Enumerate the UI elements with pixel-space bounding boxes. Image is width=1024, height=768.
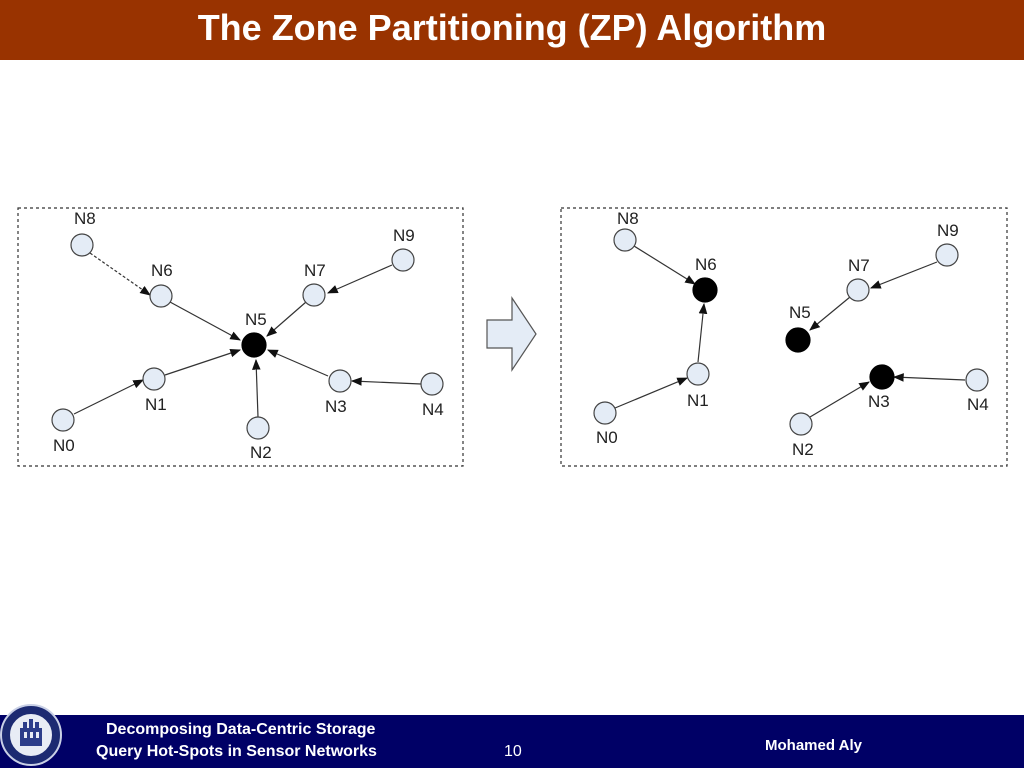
slide-title: The Zone Partitioning (ZP) Algorithm — [197, 7, 827, 48]
after-panel — [560, 207, 1008, 467]
node-n3 — [328, 369, 352, 393]
node-n1 — [142, 367, 166, 391]
node-n7 — [302, 283, 326, 307]
after-labels: N8 N6 N7 N9 N5 N1 N0 N3 N4 N2 — [596, 209, 989, 459]
label-n7: N7 — [304, 261, 326, 280]
node-n3-after-leader — [869, 364, 895, 390]
label-n6: N6 — [151, 261, 173, 280]
edge-n7-n5b — [809, 296, 851, 331]
node-n5-leader — [241, 332, 267, 358]
edge-n1-n5 — [164, 348, 242, 376]
node-n1-after — [686, 362, 710, 386]
label-n3-after: N3 — [868, 392, 890, 411]
label-n5: N5 — [245, 310, 267, 329]
node-n6 — [149, 284, 173, 308]
edge-n0-n1 — [73, 379, 144, 415]
right-arrow-icon — [486, 296, 537, 372]
node-n2 — [246, 416, 270, 440]
label-n4: N4 — [422, 400, 444, 419]
page-number: 10 — [504, 743, 522, 760]
node-n4-after — [965, 368, 989, 392]
after-nodes — [593, 228, 989, 436]
node-n8-after — [613, 228, 637, 252]
footer-bar — [0, 715, 1024, 768]
label-n4-after: N4 — [967, 395, 989, 414]
node-n5-after-leader — [785, 327, 811, 353]
label-n2-after: N2 — [792, 440, 814, 459]
label-n5-after: N5 — [789, 303, 811, 322]
label-n9: N9 — [393, 226, 415, 245]
before-edges — [73, 252, 422, 418]
node-n2-after — [789, 412, 813, 436]
edge-n8-n6b — [633, 245, 696, 285]
node-n9-after — [935, 243, 959, 267]
node-n0-after — [593, 401, 617, 425]
node-n7-after — [846, 278, 870, 302]
label-n9-after: N9 — [937, 221, 959, 240]
label-n8: N8 — [74, 209, 96, 228]
edge-n9-n7b — [869, 261, 938, 289]
edge-n4-n3 — [350, 377, 422, 386]
node-n4 — [420, 372, 444, 396]
label-n1: N1 — [145, 395, 167, 414]
footer-title-line2: Query Hot-Spots in Sensor Networks — [96, 743, 377, 760]
node-n8 — [70, 233, 94, 257]
label-n6-after: N6 — [695, 255, 717, 274]
label-n3: N3 — [325, 397, 347, 416]
node-n9 — [391, 248, 415, 272]
edge-n9-n7 — [327, 264, 393, 294]
after-edges — [614, 245, 966, 418]
edge-n3-n5 — [267, 349, 329, 377]
node-n6-after-leader — [692, 277, 718, 303]
before-labels: N8 N6 N5 N7 N9 N1 N0 N2 N3 N4 — [53, 209, 444, 462]
label-n7-after: N7 — [848, 256, 870, 275]
footer-divider — [0, 713, 1024, 715]
footer-title-line1: Decomposing Data-Centric Storage — [106, 721, 376, 738]
edge-n6-n5 — [169, 301, 241, 341]
label-n2: N2 — [250, 443, 272, 462]
edge-n1-n6b — [697, 302, 708, 363]
label-n0: N0 — [53, 436, 75, 455]
label-n1-after: N1 — [687, 391, 709, 410]
edge-n7-n5 — [266, 301, 307, 337]
edge-n2-n5 — [252, 358, 261, 418]
label-n8-after: N8 — [617, 209, 639, 228]
edge-n0-n1b — [614, 377, 688, 409]
before-nodes — [51, 233, 444, 440]
edge-n8-n6 — [89, 252, 151, 296]
university-seal-icon — [0, 704, 62, 766]
author-name: Mohamed Aly — [765, 737, 862, 754]
edge-n2-n3b — [809, 381, 870, 418]
label-n0-after: N0 — [596, 428, 618, 447]
node-n0 — [51, 408, 75, 432]
title-bar — [0, 0, 1024, 60]
edge-n4-n3b — [892, 373, 966, 382]
